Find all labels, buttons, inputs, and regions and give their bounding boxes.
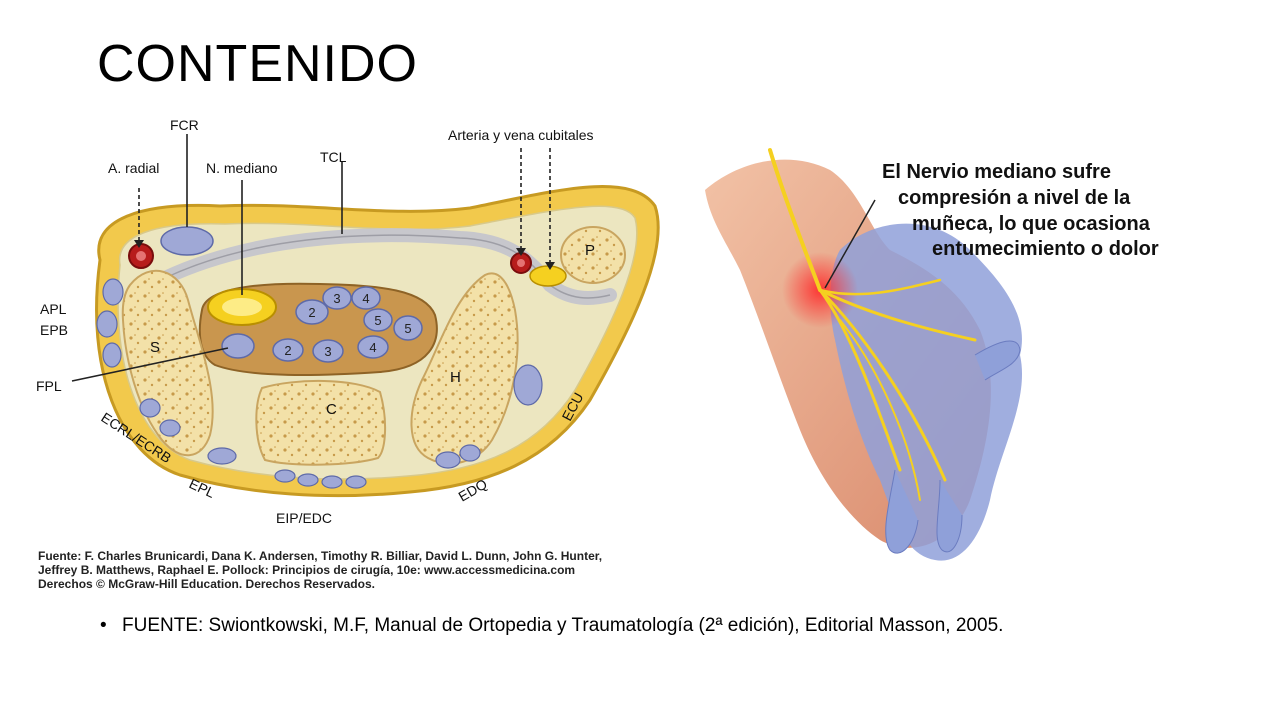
tendon-label: 2	[308, 305, 315, 320]
label-a-radial: A. radial	[108, 160, 159, 176]
label-arteria-vena: Arteria y vena cubitales	[448, 127, 594, 143]
tendon-label: 4	[369, 340, 376, 355]
numbness-area	[830, 223, 1023, 561]
slide-title: CONTENIDO	[97, 35, 418, 93]
label-bone-c: C	[326, 401, 337, 418]
finger	[936, 479, 963, 553]
bullet-source: • FUENTE: Swiontkowski, M.F, Manual de O…	[100, 615, 1003, 637]
source-line: Derechos © McGraw-Hill Education. Derech…	[38, 577, 375, 591]
bullet-dot-icon: •	[100, 615, 107, 636]
fcr-tendon	[160, 226, 214, 256]
hand-median-nerve-illustration: El Nervio mediano sufre compresión a niv…	[705, 148, 1159, 561]
tendon-label: 4	[362, 291, 369, 306]
caption-line: muñeca, lo que ocasiona	[912, 213, 1151, 235]
tendon-label: 5	[404, 321, 411, 336]
tendon-label: 5	[374, 313, 381, 328]
wrist-cross-section-diagram: FCR A. radial N. mediano TCL Arteria y v…	[36, 117, 660, 526]
label-fcr: FCR	[170, 117, 199, 133]
tendon-label: 3	[324, 344, 331, 359]
tendon-label: 2	[284, 343, 291, 358]
source-line: Fuente: F. Charles Brunicardi, Dana K. A…	[38, 549, 603, 563]
label-epb: EPB	[40, 322, 68, 338]
ulnar-nerve	[529, 265, 567, 287]
label-bone-p: P	[585, 242, 595, 259]
finger	[885, 469, 919, 554]
median-nerve-path	[768, 148, 977, 501]
source-line: Jeffrey B. Matthews, Raphael E. Pollock:…	[38, 563, 576, 577]
diagram-source-note: Fuente: F. Charles Brunicardi, Dana K. A…	[38, 549, 602, 591]
flexor-tendons	[221, 286, 423, 363]
bone-capitate	[255, 379, 387, 466]
bone-pisiform	[560, 226, 626, 284]
label-eip-edc: EIP/EDC	[276, 510, 332, 526]
finger	[974, 340, 1021, 381]
label-apl: APL	[40, 301, 67, 317]
extensor-tendons	[96, 278, 543, 489]
label-bone-h: H	[450, 369, 461, 386]
label-n-mediano: N. mediano	[206, 160, 278, 176]
tendon-label: 3	[333, 291, 340, 306]
bullet-text: FUENTE: Swiontkowski, M.F, Manual de Ort…	[122, 615, 1004, 636]
label-bone-s: S	[150, 339, 160, 356]
label-tcl: TCL	[320, 149, 347, 165]
caption-line: compresión a nivel de la	[898, 187, 1131, 209]
caption-line: El Nervio mediano sufre	[882, 161, 1111, 183]
label-fpl: FPL	[36, 378, 62, 394]
caption-line: entumecimiento o dolor	[932, 238, 1159, 260]
